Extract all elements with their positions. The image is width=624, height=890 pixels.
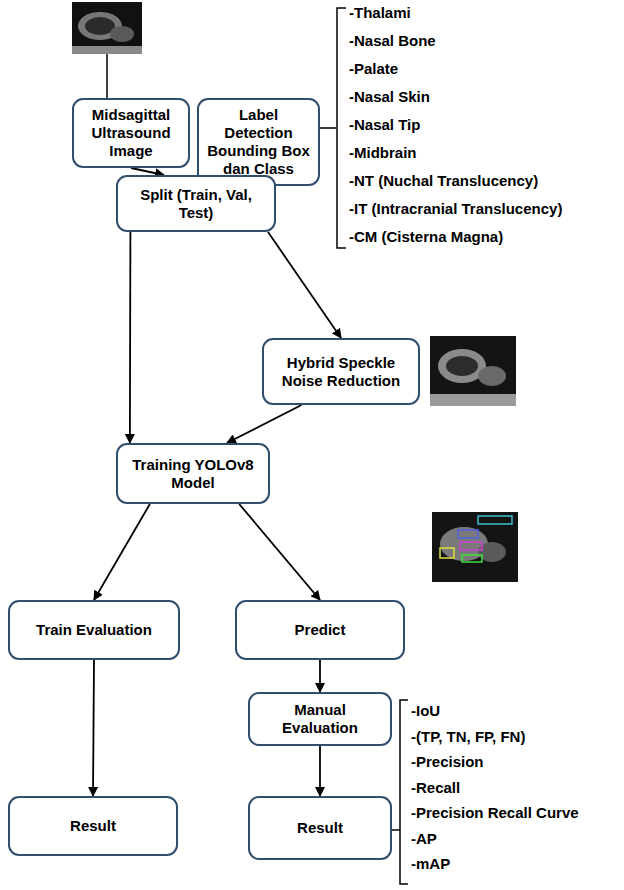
process-box: Predict — [235, 600, 405, 660]
arrow-connector — [93, 660, 94, 796]
arrow-connector — [268, 232, 341, 338]
list-item: -IT (Intracranial Translucency) — [349, 200, 562, 218]
box-text: Training YOLOv8 Model — [126, 456, 260, 492]
thumbnail-line — [106, 54, 108, 98]
list-item: -Thalami — [349, 4, 411, 22]
list-item: -mAP — [411, 855, 450, 873]
bracket — [400, 700, 408, 884]
bracket — [337, 8, 346, 248]
box-text: Manual Evaluation — [258, 701, 382, 737]
box-text: Train Evaluation — [36, 621, 152, 639]
process-box: Label Detection Bounding Box dan Class — [197, 98, 320, 186]
list-item: -Precision Recall Curve — [411, 804, 579, 822]
list-item: -NT (Nuchal Translucency) — [349, 172, 538, 190]
box-text: Predict — [295, 621, 346, 639]
arrow-connector — [239, 504, 320, 600]
box-text: Split (Train, Val, Test) — [126, 186, 266, 222]
box-text: Hybrid Speckle Noise Reduction — [272, 354, 410, 390]
process-box: Split (Train, Val, Test) — [116, 175, 276, 232]
bracket-joint — [392, 829, 400, 831]
list-item: -(TP, TN, FP, FN) — [411, 728, 525, 746]
list-item: -Nasal Skin — [349, 88, 430, 106]
process-box: Train Evaluation — [8, 600, 180, 660]
box-text: Result — [297, 819, 343, 837]
list-item: -IoU — [411, 702, 440, 720]
list-item: -Midbrain — [349, 144, 417, 162]
process-box: Midsagittal Ultrasound Image — [72, 98, 190, 168]
ultrasound-prediction — [432, 512, 518, 582]
list-item: -AP — [411, 830, 437, 848]
arrow-connector — [131, 168, 164, 175]
process-box: Result — [8, 796, 178, 856]
process-box: Manual Evaluation — [248, 692, 392, 746]
box-text: Label Detection Bounding Box dan Class — [207, 106, 310, 178]
box-text: Result — [70, 817, 116, 835]
list-item: -Recall — [411, 779, 460, 797]
arrow-connector — [94, 504, 150, 600]
process-box: Hybrid Speckle Noise Reduction — [262, 338, 420, 405]
ultrasound-denoised — [430, 336, 516, 406]
arrow-connector — [227, 405, 302, 443]
arrow-connector — [319, 746, 321, 796]
process-box: Result — [248, 796, 392, 860]
arrow-connector — [319, 660, 321, 692]
box-text: Midsagittal Ultrasound Image — [82, 106, 180, 160]
arrow-connector — [129, 232, 131, 443]
ultrasound-thumbnail — [72, 2, 142, 54]
process-box: Training YOLOv8 Model — [116, 443, 270, 504]
bracket-joint — [320, 127, 336, 129]
list-item: -Nasal Bone — [349, 32, 436, 50]
list-item: -Palate — [349, 60, 398, 78]
list-item: -Nasal Tip — [349, 116, 420, 134]
list-item: -Precision — [411, 753, 484, 771]
list-item: -CM (Cisterna Magna) — [349, 228, 503, 246]
